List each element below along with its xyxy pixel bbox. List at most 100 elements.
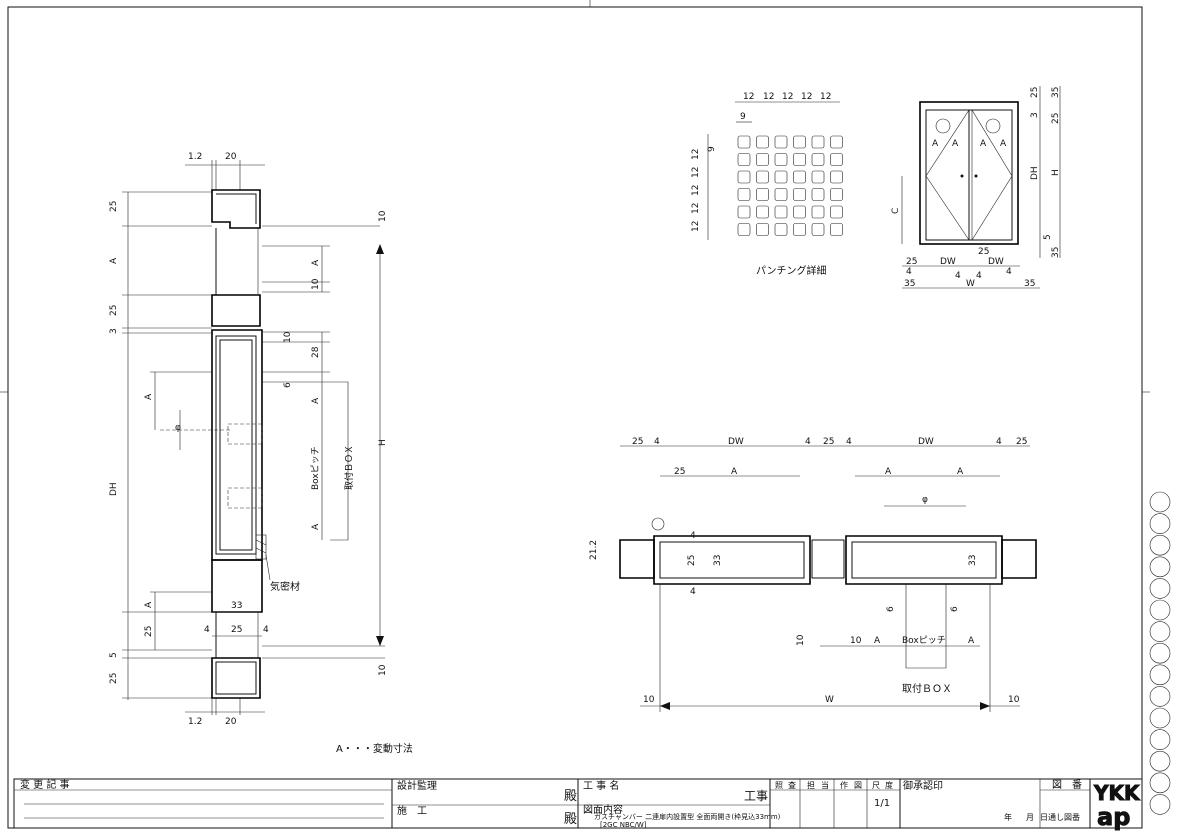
punch-hole: [830, 135, 843, 149]
approval-label: 御承認印: [903, 779, 943, 792]
elev-dim-3: 3: [1030, 112, 1040, 118]
punch-hole: [830, 188, 843, 201]
plan-phi: φ: [922, 495, 928, 505]
binding-hole: [1149, 513, 1171, 534]
punch-side-12-5: 12: [691, 221, 701, 232]
dim-left-3: 3: [109, 328, 119, 334]
punching-detail-view: 12 12 12 12 12 9 9 12 12 12 12 12 パンチング詳…: [691, 92, 843, 277]
dim-bottom-1-2: 1.2: [188, 717, 202, 727]
elev-b-25a: 25: [906, 257, 917, 267]
plan-dim-21-2: 21.2: [589, 540, 599, 560]
plan-top-4d: 4: [996, 437, 1002, 447]
plan-dim-a1: A: [874, 636, 881, 646]
dim-top-1-2: 1.2: [188, 152, 202, 162]
plan-a-3: A: [957, 467, 964, 477]
header-scale-1: 尺: [872, 781, 880, 790]
punch-hole: [774, 135, 788, 149]
punch-side-12-3: 12: [691, 185, 701, 196]
title-block: 変 更 記 事 設計監理 殿 施 工 殿 工 事 名 工事 図面内容 ガスチャン…: [13, 778, 1143, 832]
drawing-no-label: 図 番: [1052, 779, 1082, 791]
elev-dim-25-top: 25: [1030, 87, 1040, 98]
punch-hole: [830, 205, 843, 219]
elev-dim-35-top: 35: [1051, 87, 1061, 98]
supervisor-label: 設計監理: [397, 779, 437, 792]
punch-side-12-1: 12: [691, 149, 701, 160]
dim-right-a2: A: [311, 397, 321, 404]
seal-material-label: 気密材: [270, 580, 300, 593]
punch-hole: [756, 205, 769, 219]
punch-hole: [756, 223, 769, 236]
plan-dim-33-left: 33: [713, 555, 723, 566]
punch-hole: [774, 153, 788, 166]
punch-hole: [793, 188, 806, 201]
punch-hole: [793, 223, 806, 236]
plan-top-dw1: DW: [728, 437, 744, 447]
plan-top-4c: 4: [846, 437, 852, 447]
punch-hole: [774, 205, 788, 219]
punch-hole: [830, 170, 843, 184]
elev-b-dw2: DW: [988, 257, 1004, 267]
header-draw-2: 図: [854, 781, 862, 790]
ykk-ap-logo: YKK ap: [1093, 781, 1142, 832]
variable-dimension-note: A・・・変動寸法: [336, 742, 413, 755]
punch-hole: [756, 170, 769, 184]
punch-hole: [811, 153, 825, 166]
project-name-label: 工 事 名: [583, 779, 619, 792]
dim-bottom-20: 20: [225, 717, 237, 727]
dim-left-5: 5: [109, 652, 119, 658]
year-label: 年: [1004, 812, 1012, 822]
elev-b-4d: 4: [1006, 267, 1012, 277]
elev-dim-h: H: [1051, 169, 1061, 176]
elev-b-35a: 35: [904, 279, 915, 289]
month-label: 月: [1026, 813, 1034, 822]
punch-hole: [830, 153, 843, 166]
punch-top-12-3: 12: [782, 92, 793, 102]
punch-top-12-4: 12: [801, 92, 812, 102]
header-draw-1: 作: [840, 780, 848, 790]
plan-dim-4a: 4: [690, 531, 696, 541]
punch-hole: [737, 135, 751, 149]
construction-label: 施 工: [397, 804, 427, 817]
logo-ap: ap: [1097, 803, 1130, 831]
dim-inner-33: 33: [231, 601, 242, 611]
elev-b-4b: 4: [955, 271, 961, 281]
dim-right-10d: 10: [378, 664, 388, 676]
binding-hole: [1149, 707, 1171, 729]
side-section-view: 1.2 20 25 A 25 3 A DH A 25 5 25 φ: [109, 152, 413, 755]
dim-inner-4a: 4: [204, 625, 210, 635]
dim-inner-4b: 4: [263, 625, 269, 635]
elev-a-4: A: [1000, 139, 1007, 149]
dim-left-a3: A: [144, 601, 154, 608]
punch-left-top-9: 9: [740, 112, 746, 122]
honorific-2: 殿: [564, 812, 577, 827]
elev-a-3: A: [980, 139, 987, 149]
day-received-label: 日通し図番: [1040, 812, 1080, 822]
binding-hole: [1149, 578, 1171, 599]
dim-right-a3: A: [311, 523, 321, 530]
dim-left-25c: 25: [144, 626, 154, 637]
plan-dim-4b: 4: [690, 587, 696, 597]
elev-dim-25-mid: 25: [1051, 113, 1061, 124]
punch-hole: [737, 153, 751, 166]
binding-hole: [1149, 750, 1171, 772]
binding-hole: [1149, 491, 1171, 513]
drawing-title: ガスチャンバー 二連扉内設置型 全面両開き(枠見込33mm): [594, 812, 781, 821]
plan-top-4a: 4: [654, 437, 660, 447]
logo-ykk: YKK: [1093, 781, 1141, 805]
elevation-view: A A A A 25 35 3 25 DH H 5 35 C 25 DW 25 …: [891, 86, 1061, 289]
dim-right-10b: 10: [311, 278, 321, 290]
plan-dim-6b: 6: [950, 606, 960, 612]
dim-right-28: 28: [311, 346, 321, 358]
punch-hole: [756, 135, 769, 149]
punch-hole: [737, 223, 751, 236]
elev-dim-5: 5: [1043, 234, 1053, 240]
elev-b-35b: 35: [1024, 279, 1035, 289]
punch-hole: [737, 188, 751, 201]
punching-hole-grid: [737, 135, 843, 236]
plan-w-10b: 10: [1008, 695, 1020, 705]
binding-hole: [1149, 664, 1171, 686]
punch-top-12-1: 12: [743, 92, 754, 102]
dim-right-a1: A: [311, 259, 321, 266]
punch-hole: [774, 188, 788, 201]
